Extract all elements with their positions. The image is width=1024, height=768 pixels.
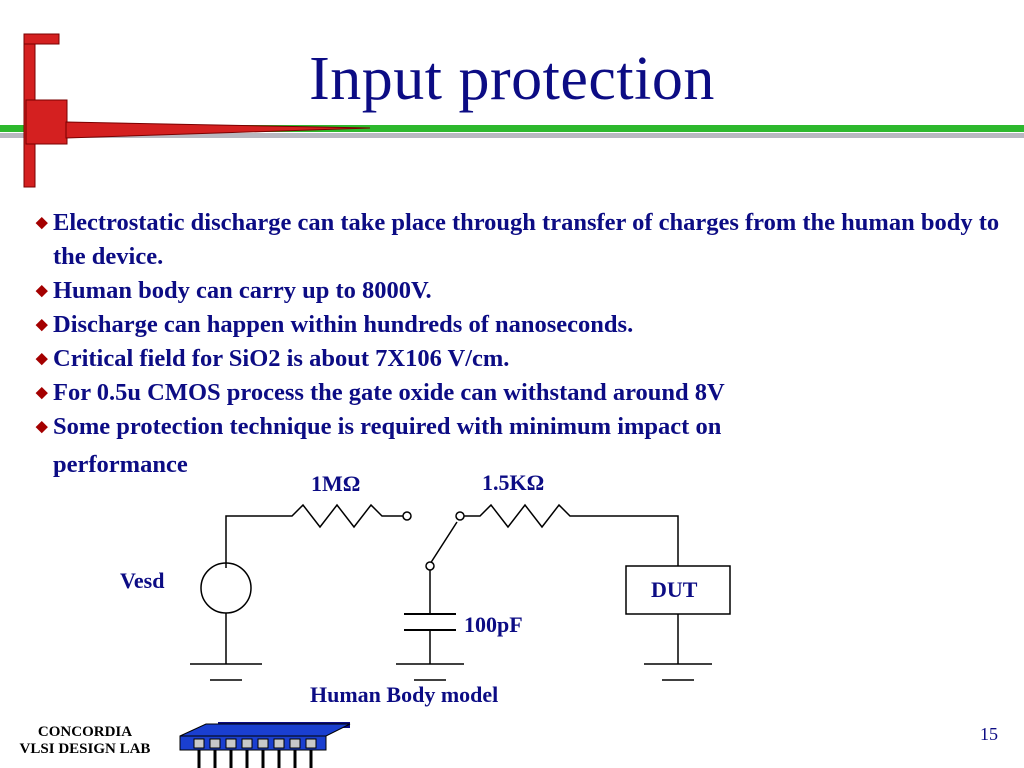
header-decoration <box>0 33 1024 188</box>
bullet-item: ◆Critical field for SiO2 is about 7X106 … <box>36 342 1016 376</box>
switch-pivot <box>425 561 435 571</box>
bullet-item: ◆Some protection technique is required w… <box>36 410 1016 482</box>
dut-label: DUT <box>651 577 698 602</box>
switch-contact-left <box>402 511 412 521</box>
capacitor-label: 100pF <box>464 612 523 637</box>
bullet-item: ◆Electrostatic discharge can take place … <box>36 206 1016 274</box>
diamond-bullet-icon: ◆ <box>36 385 48 401</box>
diamond-bullet-icon: ◆ <box>36 351 48 367</box>
diamond-bullet-icon: ◆ <box>36 419 48 435</box>
r1-label: 1MΩ <box>311 471 361 496</box>
page-number: 15 <box>980 724 998 744</box>
bullet-list: ◆Electrostatic discharge can take place … <box>36 206 1016 482</box>
circuit-caption: Human Body model <box>310 682 499 707</box>
chip-icon <box>179 722 351 768</box>
bullet-item: ◆Discharge can happen within hundreds of… <box>36 308 1016 342</box>
r2-label: 1.5KΩ <box>482 470 545 495</box>
bullet-item: ◆For 0.5u CMOS process the gate oxide ca… <box>36 376 1016 410</box>
bullet-item: ◆Human body can carry up to 8000V. <box>36 274 1016 308</box>
footer-org: CONCORDIA VLSI DESIGN LAB <box>19 724 151 757</box>
resistor-1m <box>278 503 404 529</box>
switch-contact-right <box>455 511 465 521</box>
source-label: Vesd <box>120 568 165 593</box>
resistor-1-5k <box>464 503 679 566</box>
diamond-bullet-icon: ◆ <box>36 317 48 333</box>
diamond-bullet-icon: ◆ <box>36 283 48 299</box>
bullet-continuation: performance <box>53 451 188 478</box>
switch-arm <box>429 521 458 565</box>
voltage-source-icon <box>200 562 252 614</box>
diamond-bullet-icon: ◆ <box>36 215 48 231</box>
wire-source-top <box>225 515 278 568</box>
slide-title: Input protection <box>309 45 715 113</box>
